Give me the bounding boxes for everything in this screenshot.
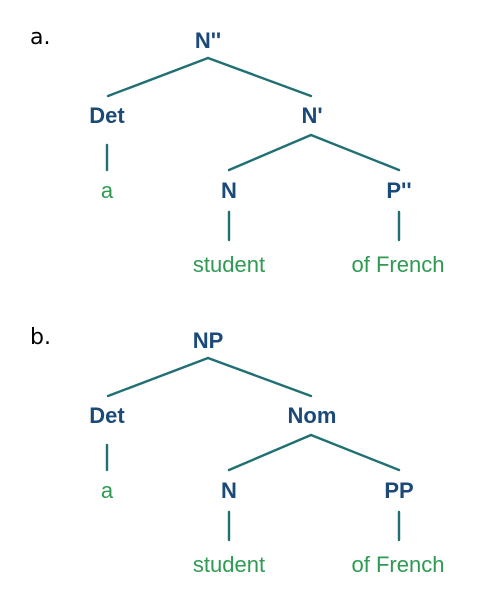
tree-b-pp-words: of French: [352, 552, 445, 577]
tree-b-edge-nom-pp: [309, 433, 401, 472]
tree-a-det-node: Det: [89, 103, 125, 128]
tree-a-det-word: a: [101, 178, 114, 203]
tree-a-nbar-node: N': [301, 103, 322, 128]
tree-b-label: b.: [30, 325, 51, 350]
tree-b-det-word: a: [101, 478, 114, 503]
tree-a-noun-word: student: [193, 252, 265, 277]
tree-b-nom-node: Nom: [288, 403, 337, 428]
tree-a-edge-root-det: [106, 56, 210, 98]
tree-b-root-node: NP: [193, 328, 224, 353]
tree-b-n-node: N: [221, 478, 237, 503]
tree-a-edge-root-nbar: [206, 56, 313, 98]
tree-a-pp-words: of French: [352, 252, 445, 277]
tree-a-pp-node: P'': [386, 178, 411, 203]
tree-a-root-node: N'': [195, 28, 221, 53]
tree-b-pp-node: PP: [384, 478, 413, 503]
tree-b-edge-root-nom: [206, 356, 313, 398]
tree-b-det-node: Det: [89, 403, 125, 428]
tree-a-n-node: N: [221, 178, 237, 203]
tree-b-edge-root-det: [106, 356, 210, 398]
tree-b-edge-nom-n: [227, 433, 313, 472]
tree-b: b. NP Det Nom a N PP student of French: [30, 325, 444, 577]
tree-a-edge-nbar-n: [227, 133, 313, 172]
tree-a-label: a.: [30, 25, 50, 50]
tree-a: a. N'' Det N' a N P'' student of French: [30, 25, 444, 277]
tree-a-edge-nbar-pp: [309, 133, 401, 172]
tree-b-noun-word: student: [193, 552, 265, 577]
